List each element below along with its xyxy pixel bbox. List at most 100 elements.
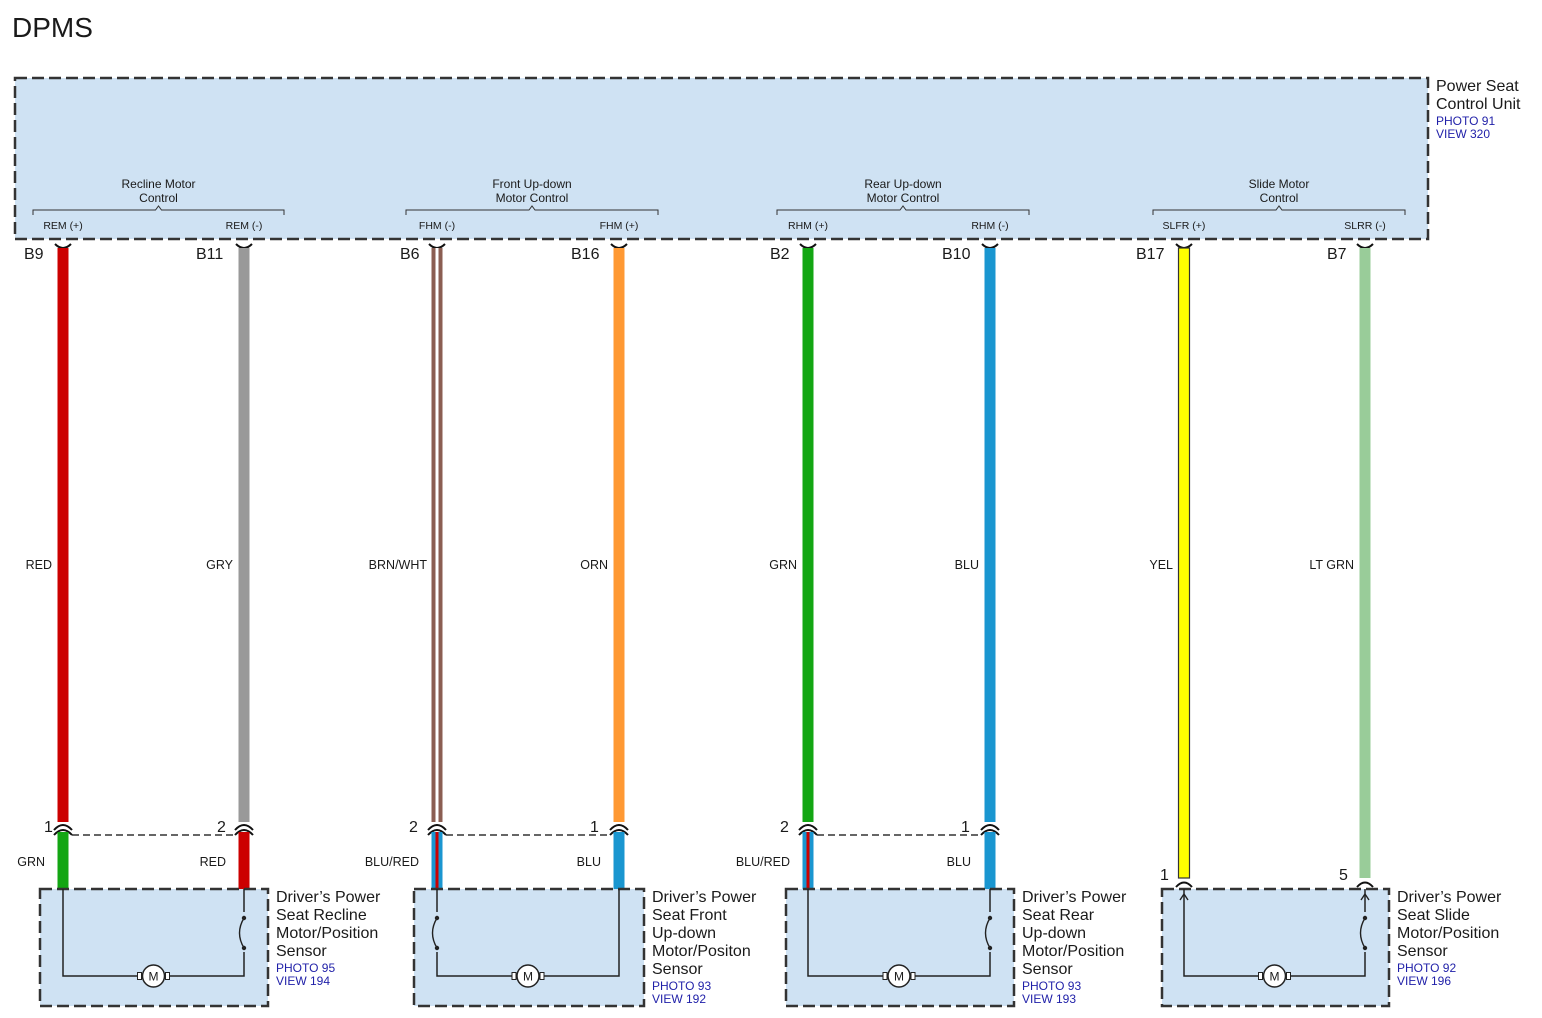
terminal-arrow-icon xyxy=(1360,892,1370,901)
motor-label: M xyxy=(149,970,159,984)
position-sensor-switch xyxy=(1359,917,1366,949)
position-sensor-switch xyxy=(238,917,245,949)
cu-terminal xyxy=(981,243,999,249)
position-sensor-switch xyxy=(431,917,438,949)
wire-b9 xyxy=(57,248,69,822)
comp-terminal xyxy=(609,824,629,831)
comp-terminal-lower xyxy=(609,829,629,836)
cu-pin-label: B16 xyxy=(571,246,600,263)
comp-pin-label: 2 xyxy=(409,819,418,836)
comp-terminal-lower xyxy=(798,829,818,836)
diagram-title: DPMS xyxy=(12,12,93,43)
wire-color-label: GRY xyxy=(206,558,234,572)
cu-terminal xyxy=(799,243,817,249)
cu-pin-label: B9 xyxy=(24,246,44,263)
component-name-line: Up-down xyxy=(652,925,716,942)
motor-icon xyxy=(1262,964,1287,988)
signal-label: FHM (+) xyxy=(600,220,639,232)
component-box xyxy=(412,887,646,1008)
group-bracket xyxy=(776,205,1030,215)
component-name-line: Seat Slide xyxy=(1397,907,1470,924)
wire-b2 xyxy=(802,248,814,822)
motor-brush xyxy=(910,972,916,980)
comp-wire xyxy=(613,832,625,889)
comp-pin-label: 2 xyxy=(217,819,226,836)
comp-wire-color-label: BLU xyxy=(577,855,601,869)
wire-b17 xyxy=(1178,248,1190,878)
switch-gap xyxy=(1361,912,1369,952)
comp-terminal-lower xyxy=(234,829,254,836)
signal-label: RHM (-) xyxy=(971,220,1008,232)
comp-terminal xyxy=(798,824,818,831)
group-title-line2: Motor Control xyxy=(496,191,569,205)
comp-wire-color-label: GRN xyxy=(17,855,45,869)
comp-wire-color-label: RED xyxy=(200,855,226,869)
comp-wire xyxy=(238,832,250,889)
comp-terminal-lower xyxy=(427,829,447,836)
control-unit-name-line1: Power Seat xyxy=(1436,78,1519,95)
wire-b10 xyxy=(984,248,996,822)
motor-label: M xyxy=(894,970,904,984)
wire-b11 xyxy=(238,248,250,822)
component-box xyxy=(784,887,1016,1008)
component-view-ref: VIEW 194 xyxy=(276,974,330,988)
motor-brush xyxy=(539,972,545,980)
signal-label: REM (+) xyxy=(43,220,82,232)
switch-gap xyxy=(433,912,441,952)
comp-pin-label: 2 xyxy=(780,819,789,836)
internal-wire xyxy=(807,889,887,977)
comp-wire xyxy=(57,832,69,889)
wire-b6-stripe xyxy=(435,248,439,822)
component-name-line: Driver’s Power xyxy=(1022,889,1127,906)
component-photo-ref: PHOTO 92 xyxy=(1397,961,1456,975)
signal-label: RHM (+) xyxy=(788,220,828,232)
cu-pin-label: B17 xyxy=(1136,246,1165,263)
control-unit-box xyxy=(13,76,1430,241)
group-title-line2: Control xyxy=(1260,191,1299,205)
motor-brush xyxy=(165,972,170,980)
wire-color-label: BRN/WHT xyxy=(369,558,428,572)
group-title-line1: Recline Motor xyxy=(121,177,195,191)
cu-pin-label: B11 xyxy=(196,246,223,263)
component-name-line: Motor/Positon xyxy=(652,943,751,960)
motor-label: M xyxy=(523,970,533,984)
motor-brush xyxy=(882,972,888,980)
control-unit-view-ref: VIEW 320 xyxy=(1436,127,1490,141)
component-name-line: Up-down xyxy=(1022,925,1086,942)
component-name-line: Motor/Position xyxy=(1022,943,1124,960)
comp-terminal xyxy=(1356,881,1374,888)
signal-label: SLFR (+) xyxy=(1163,220,1206,232)
component-name-line: Motor/Position xyxy=(1397,925,1499,942)
comp-wire-color-label: BLU/RED xyxy=(365,855,419,869)
wire-outline xyxy=(1177,247,1191,879)
terminal-arrow-icon xyxy=(1179,892,1189,901)
wire-color-label: RED xyxy=(26,558,52,572)
comp-pin-label: 1 xyxy=(961,819,970,836)
motor-icon xyxy=(141,964,166,988)
motor-icon xyxy=(887,964,911,988)
switch-gap xyxy=(240,912,248,952)
motor-label: M xyxy=(1270,970,1280,984)
group-title-line1: Rear Up-down xyxy=(864,177,941,191)
control-unit-photo-ref: PHOTO 91 xyxy=(1436,114,1495,128)
internal-wire xyxy=(1183,889,1263,977)
group-bracket xyxy=(32,205,285,215)
motor-brush xyxy=(1258,972,1263,980)
component-name-line: Seat Rear xyxy=(1022,907,1095,924)
wire-color-label: ORN xyxy=(580,558,608,572)
group-bracket xyxy=(405,205,659,215)
wires: B9RED1GRNB11GRY2REDB6BRN/WHT2BLU/REDB16O… xyxy=(17,243,1374,889)
internal-wire xyxy=(62,889,142,977)
motor-icon xyxy=(516,964,540,988)
comp-pin-label: 1 xyxy=(44,819,53,836)
comp-terminal xyxy=(1175,881,1193,888)
component-name-line: Driver’s Power xyxy=(652,889,757,906)
signal-label: SLRR (-) xyxy=(1344,220,1385,232)
internal-wire xyxy=(540,889,620,977)
motor-brush xyxy=(511,972,517,980)
component-name-line: Seat Recline xyxy=(276,907,367,924)
motor-brush xyxy=(1286,972,1291,980)
group-title-line2: Control xyxy=(139,191,178,205)
component-photo-ref: PHOTO 93 xyxy=(652,979,711,993)
